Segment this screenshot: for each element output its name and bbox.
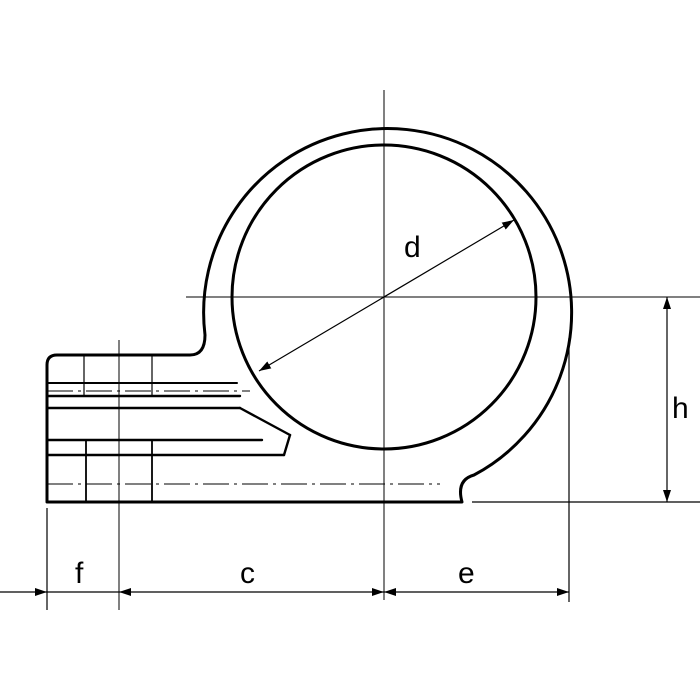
clamp-outer-contour (45, 127, 574, 504)
dimension-d-arrow (258, 219, 515, 372)
clamp-inner-circle (230, 143, 538, 451)
dimension-e-label: e (458, 557, 475, 590)
dimension-c-label: c (240, 557, 255, 590)
dimension-d-label: d (404, 231, 421, 264)
dimension-h-label: h (672, 392, 689, 425)
dimension-f-label: f (75, 557, 84, 590)
mounting-tab-detail (45, 355, 292, 502)
